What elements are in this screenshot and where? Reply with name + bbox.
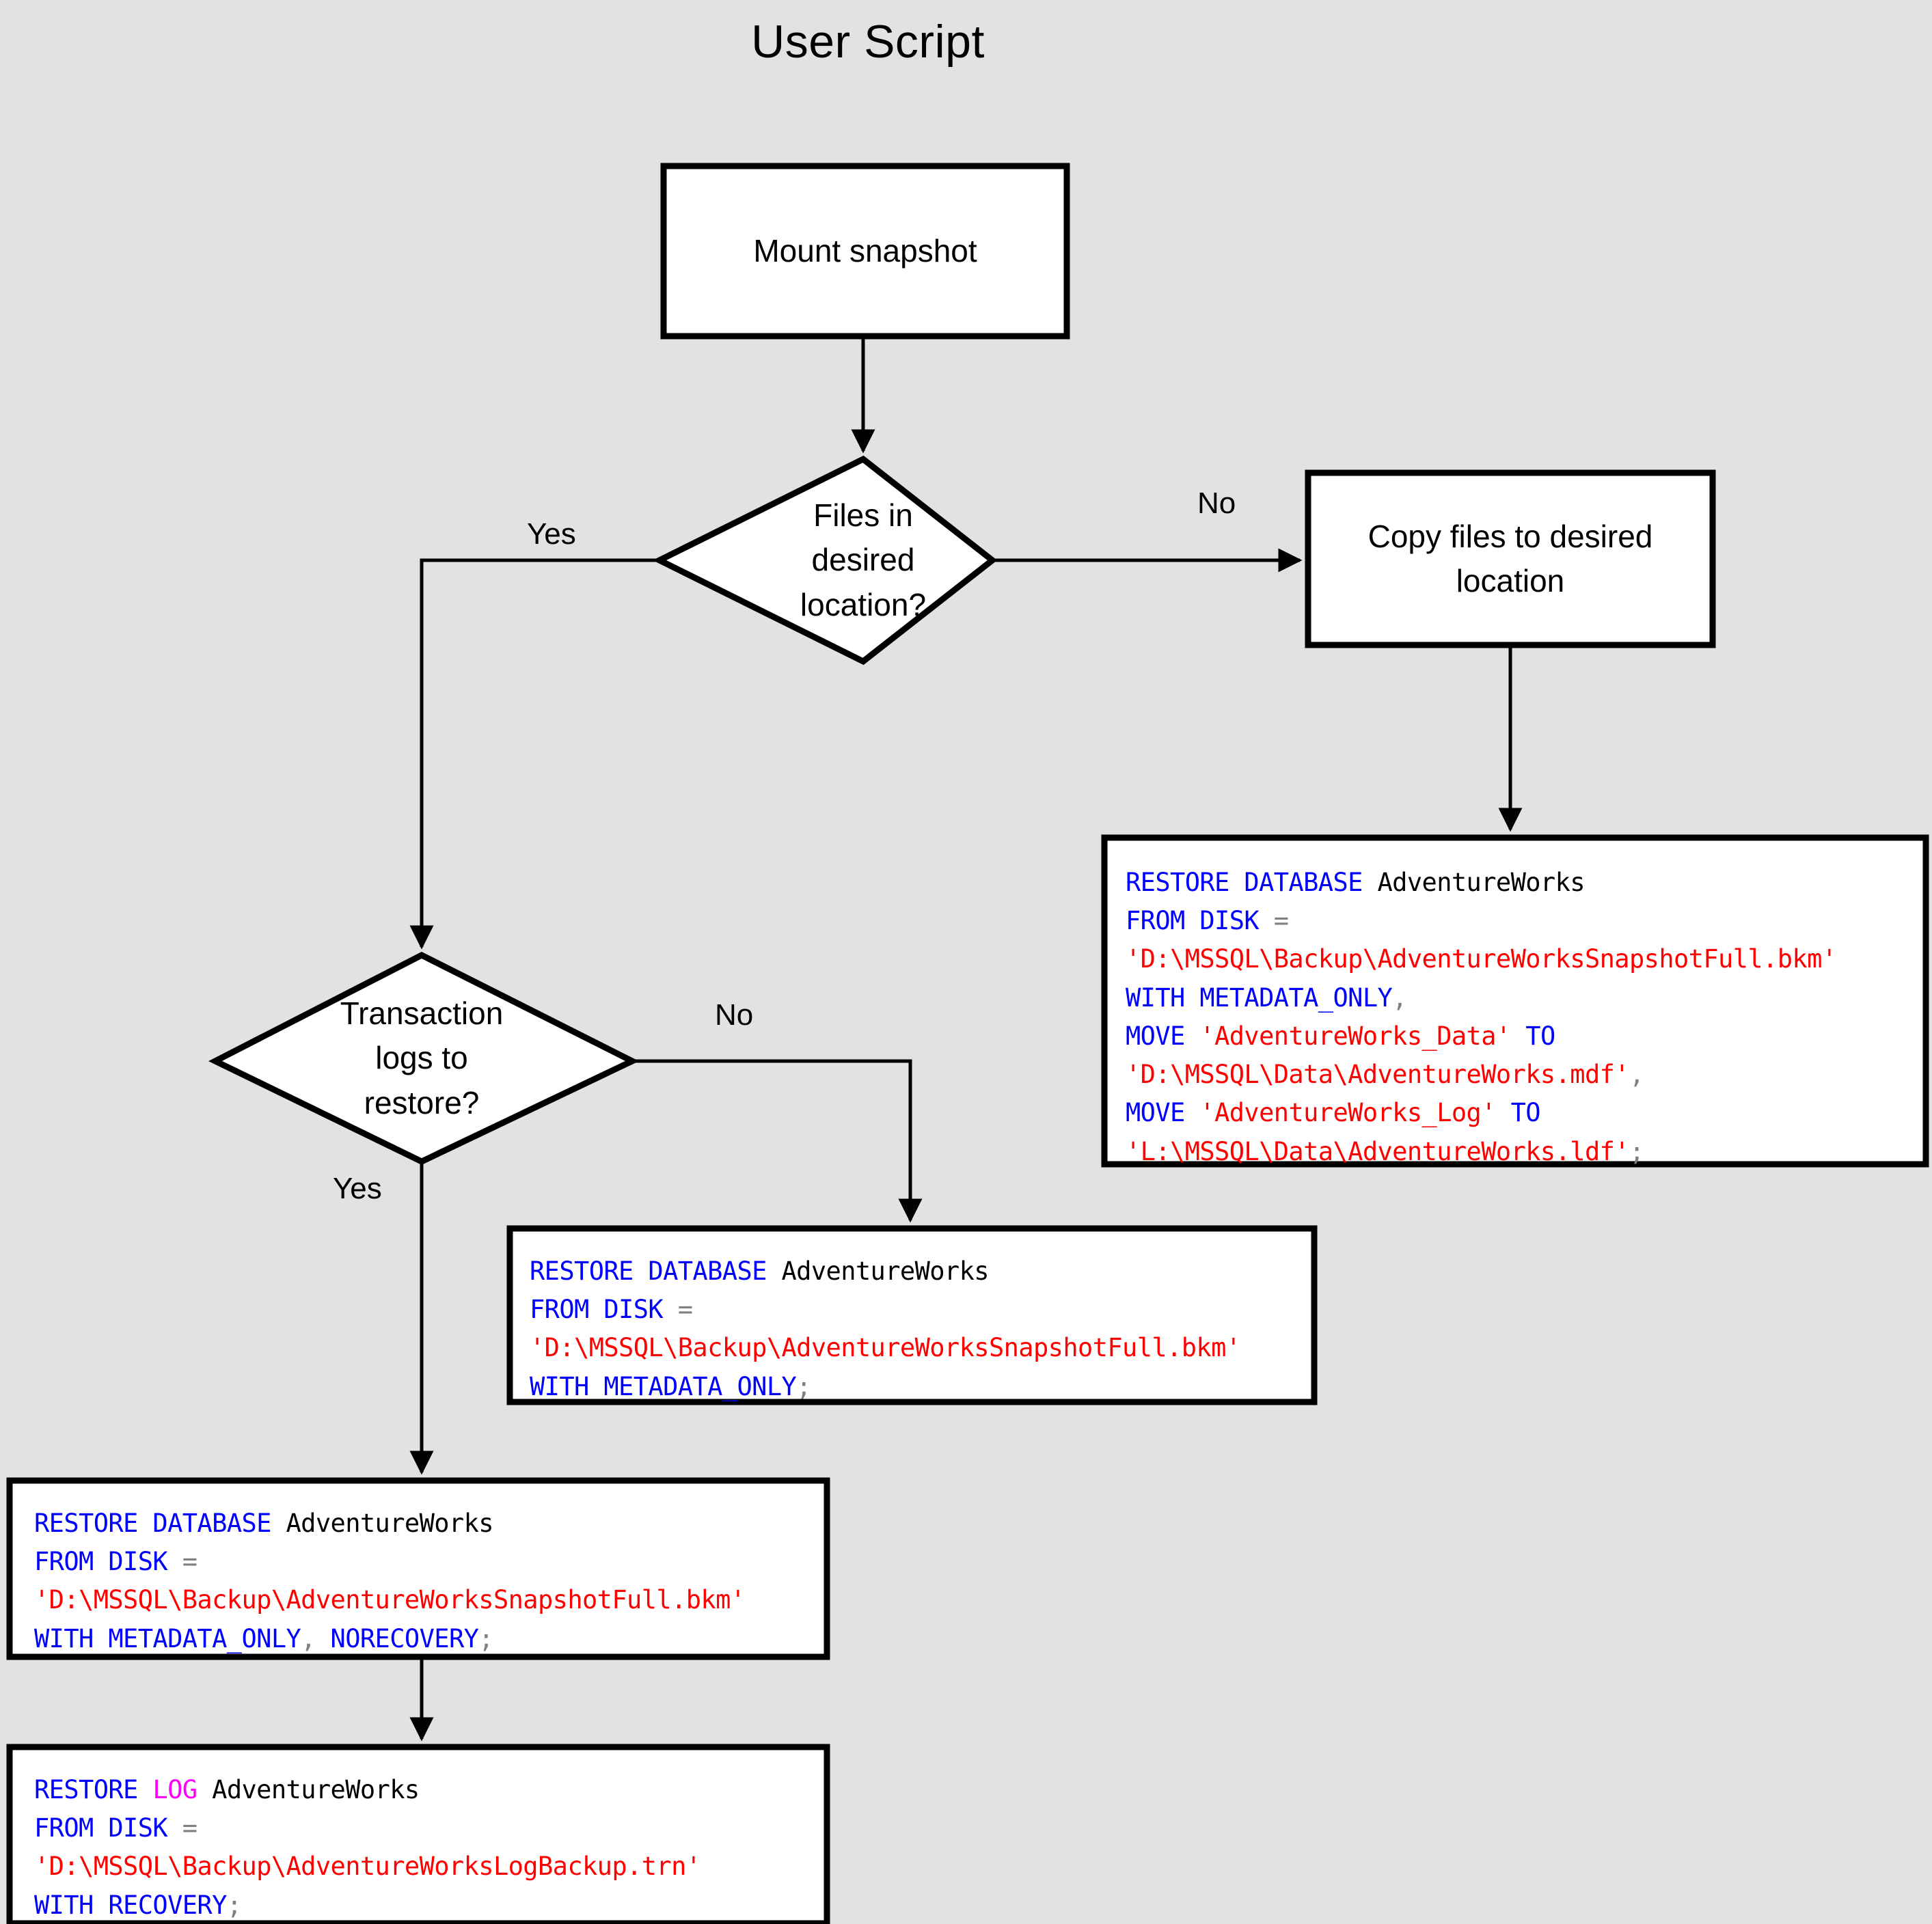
page-title: User Script xyxy=(751,16,985,68)
node-code-restore-norecovery[interactable] xyxy=(6,1477,830,1660)
code-line: RESTORE DATABASE AdventureWorks xyxy=(34,1509,494,1538)
code-line: 'D:\MSSQL\Backup\AdventureWorksLogBackup… xyxy=(34,1852,701,1882)
code-line: 'D:\MSSQL\Backup\AdventureWorksSnapshotF… xyxy=(34,1585,746,1615)
code-line: 'D:\MSSQL\Data\AdventureWorks.mdf', xyxy=(1126,1060,1644,1090)
node-files-decision[interactable] xyxy=(652,455,998,665)
node-code-restore-log[interactable] xyxy=(6,1744,830,1924)
node-code-restore-with-move[interactable] xyxy=(1101,834,1929,1168)
code-line: 'L:\MSSQL\Data\AdventureWorks.ldf'; xyxy=(1126,1136,1644,1166)
code-line: MOVE 'AdventureWorks_Data' TO xyxy=(1126,1021,1555,1051)
code-line: RESTORE DATABASE AdventureWorks xyxy=(530,1256,990,1286)
node-mount-snapshot[interactable] xyxy=(660,163,1070,340)
code-line: FROM DISK = xyxy=(1126,906,1289,936)
edge-label-files-yes: Yes xyxy=(527,517,576,551)
code-line: FROM DISK = xyxy=(530,1295,693,1325)
edge-logs-no-to-metadata xyxy=(632,1059,923,1223)
node-copy-files[interactable] xyxy=(1305,469,1716,648)
node-logs-decision[interactable] xyxy=(208,951,640,1165)
code-line: FROM DISK = xyxy=(34,1547,198,1577)
edge-label-logs-no: No xyxy=(715,998,754,1032)
code-line: WITH RECOVERY; xyxy=(34,1890,242,1920)
code-line: 'D:\MSSQL\Backup\AdventureWorksSnapshotF… xyxy=(1126,944,1837,974)
edge-files-yes-to-logs xyxy=(409,558,659,950)
edge-label-logs-yes: Yes xyxy=(333,1172,382,1205)
node-code-restore-metadata-only[interactable] xyxy=(506,1225,1318,1405)
code-line: MOVE 'AdventureWorks_Log' TO xyxy=(1126,1098,1541,1128)
code-line: WITH METADATA_ONLY, xyxy=(1126,982,1407,1013)
code-line: RESTORE DATABASE AdventureWorks xyxy=(1126,868,1586,897)
code-line: WITH METADATA_ONLY, NORECOVERY; xyxy=(34,1623,494,1653)
code-line: FROM DISK = xyxy=(34,1813,198,1843)
code-line: 'D:\MSSQL\Backup\AdventureWorksSnapshotF… xyxy=(530,1333,1241,1363)
edge-label-files-no: No xyxy=(1197,486,1236,520)
code-line: RESTORE LOG AdventureWorks xyxy=(34,1775,420,1804)
code-line: WITH METADATA_ONLY; xyxy=(530,1371,811,1401)
